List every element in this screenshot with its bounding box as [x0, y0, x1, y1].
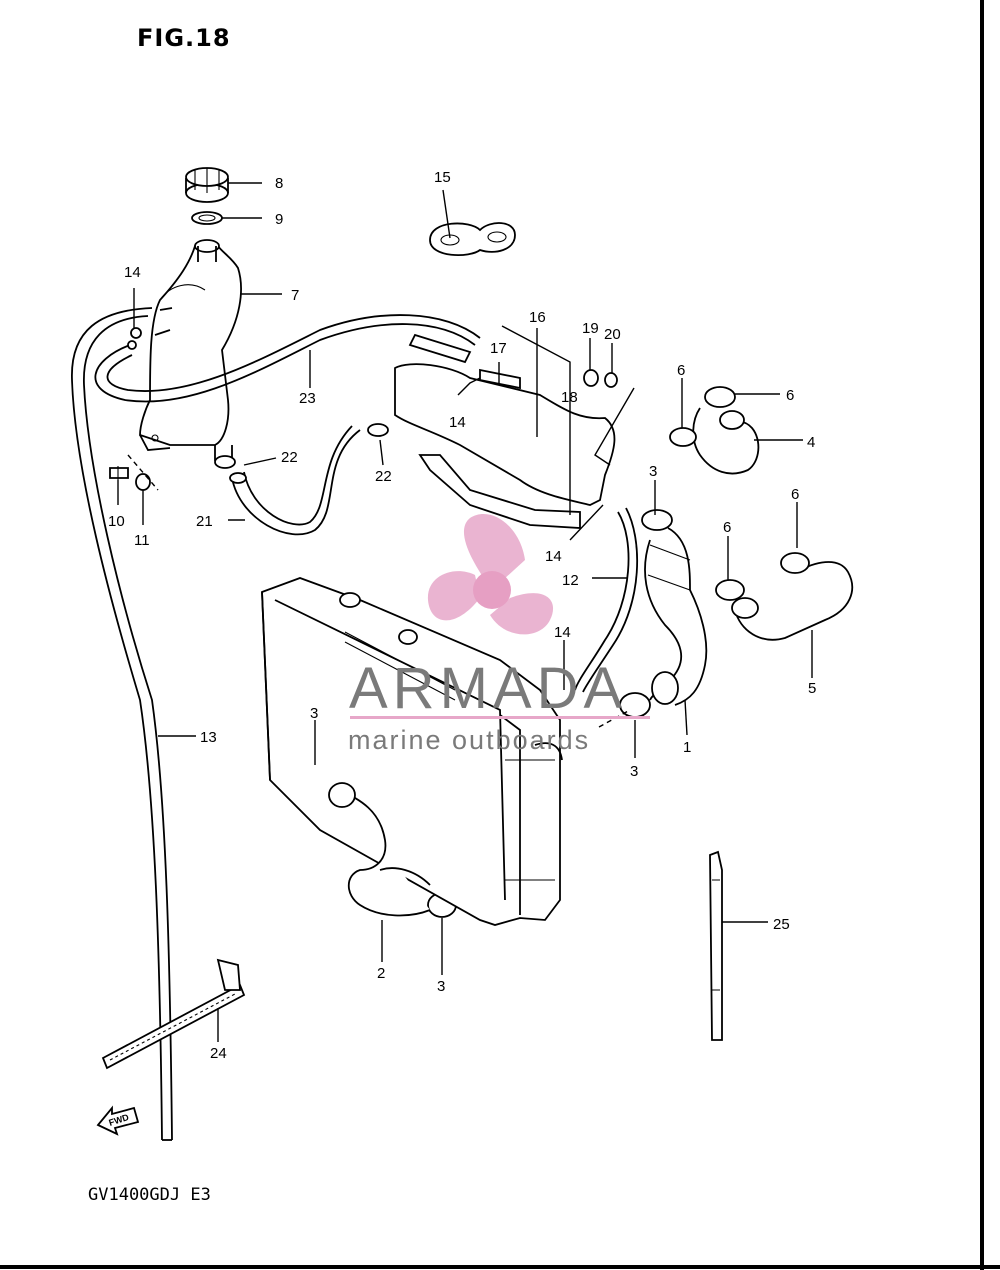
nut — [583, 369, 599, 387]
elbow-hose-5 — [731, 561, 853, 641]
washer — [135, 473, 151, 491]
callout-22-mid: 22 — [375, 468, 392, 485]
callout-7: 7 — [291, 287, 299, 304]
grommet — [429, 222, 516, 256]
callout-3-right: 3 — [630, 763, 638, 780]
cable-tie-25 — [709, 850, 723, 1041]
hose-clamp — [214, 423, 389, 469]
clamp-6a — [704, 386, 736, 408]
washer-20 — [604, 372, 618, 388]
callout-12: 12 — [562, 572, 579, 589]
cable-tie-24 — [101, 958, 246, 1070]
cap-seal — [191, 211, 223, 225]
tank-cap — [185, 167, 229, 203]
callout-3-left: 3 — [310, 705, 318, 722]
frame-border-right — [980, 0, 984, 1270]
breather-hose — [94, 314, 481, 403]
lower-radiator-hose — [328, 782, 431, 917]
propeller-icon — [427, 514, 554, 635]
overflow-hose — [71, 307, 173, 1141]
bypass-hose — [574, 507, 638, 693]
leader-lines — [117, 182, 813, 1042]
callout-16: 16 — [529, 309, 546, 326]
callout-3-upper: 3 — [649, 463, 657, 480]
watermark-tagline: marine outboards — [348, 725, 591, 755]
callout-6-d: 6 — [723, 519, 731, 536]
callout-19: 19 — [582, 320, 599, 337]
callout-17: 17 — [490, 340, 507, 357]
forward-arrow-icon: FWD — [96, 1105, 140, 1136]
callout-15: 15 — [434, 169, 451, 186]
callout-23: 23 — [299, 390, 316, 407]
callout-3-bottom: 3 — [437, 978, 445, 995]
fan-shroud — [394, 333, 616, 529]
callout-6-a: 6 — [677, 362, 685, 379]
callout-14-lower: 14 — [554, 624, 571, 641]
lower-tank-hose — [229, 425, 361, 536]
callout-8: 8 — [275, 175, 283, 192]
figure-title: FIG.18 — [137, 24, 231, 52]
callout-10: 10 — [108, 513, 125, 530]
callout-24: 24 — [210, 1045, 227, 1062]
callout-22-left: 22 — [281, 449, 298, 466]
callout-14-right: 14 — [545, 548, 562, 565]
upper-radiator-hose — [644, 527, 708, 706]
callout-9: 9 — [275, 211, 283, 228]
callout-14-tank: 14 — [124, 264, 141, 281]
callout-13: 13 — [200, 729, 217, 746]
tank-bolt — [154, 307, 173, 336]
elbow-hose-4 — [692, 407, 760, 475]
callout-6-b: 6 — [786, 387, 794, 404]
callouts: 1 2 3 3 3 3 4 5 6 6 6 6 7 8 9 10 11 12 1… — [108, 169, 816, 1062]
watermark-divider — [350, 716, 650, 719]
model-code: GV1400GDJ E3 — [88, 1185, 211, 1205]
callout-5: 5 — [808, 680, 816, 697]
callout-18: 18 — [561, 389, 578, 406]
frame-border-bottom — [0, 1265, 1000, 1269]
callout-11: 11 — [134, 532, 150, 549]
clamp-6d — [780, 552, 810, 574]
radiator — [261, 577, 563, 926]
callout-2: 2 — [377, 965, 385, 982]
clamp-3a — [641, 509, 673, 531]
callout-25: 25 — [773, 916, 790, 933]
watermark-brand: ARMADA — [349, 656, 628, 721]
callout-4: 4 — [807, 434, 815, 451]
expansion-tank — [139, 239, 242, 461]
clamp-6c — [715, 579, 745, 601]
callout-20: 20 — [604, 326, 621, 343]
callout-21: 21 — [196, 513, 213, 530]
hose-clip — [127, 327, 142, 350]
callout-14-mid: 14 — [449, 414, 466, 431]
callout-6-c: 6 — [791, 486, 799, 503]
callout-1: 1 — [683, 739, 691, 756]
mount-bolt — [109, 466, 129, 480]
clamp-6b — [669, 427, 697, 447]
